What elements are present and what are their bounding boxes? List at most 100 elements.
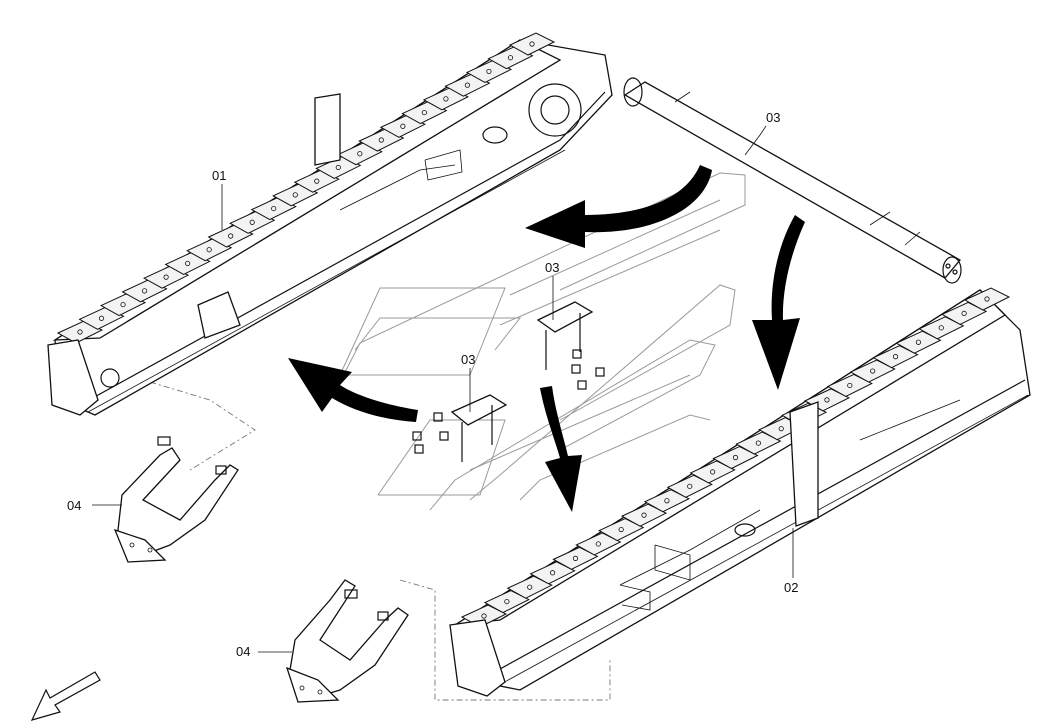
track-pad-dot [314, 178, 320, 184]
callout-plate-upper: 03 [545, 260, 559, 275]
assembly-arrows [288, 165, 805, 512]
track-pad-dot [549, 570, 556, 576]
track-pad [422, 87, 470, 111]
callout-guard-upper: 04 [67, 498, 81, 513]
track-pad [121, 279, 168, 303]
track-pad-dot [529, 41, 535, 47]
track-pad-dot [938, 325, 944, 331]
callout-track-01: 01 [212, 168, 226, 183]
track-pad [250, 197, 297, 221]
track-pad [78, 306, 125, 330]
perspective-guide-lines [339, 172, 746, 511]
track-pad-dot [185, 260, 191, 267]
track-pad-dot [527, 584, 533, 590]
track-pad [849, 359, 896, 383]
axle-shaft [623, 77, 962, 284]
track-pad [358, 128, 405, 152]
track-pad-dot [732, 454, 739, 461]
track-02-pads [460, 287, 1011, 628]
track-pad [963, 287, 1011, 311]
track-pad [689, 460, 736, 484]
track-pad-dot [961, 310, 967, 317]
track-assembly-02 [449, 287, 1031, 697]
track-pad-dot [572, 555, 579, 561]
track-pad-dot [847, 382, 853, 389]
track-pad [712, 445, 759, 470]
track-pad-dot [595, 541, 601, 547]
track-pad-dot [915, 339, 922, 345]
track-pad [575, 532, 622, 556]
track-pad-dot [421, 109, 427, 116]
track-pad-dot [504, 598, 510, 605]
track-01-pads [56, 32, 556, 344]
arrow-plate-to-track-01 [288, 358, 418, 422]
track-assembly-01 [47, 32, 613, 416]
track-pad [620, 503, 668, 527]
track-pad-dot [892, 354, 899, 360]
track-pad [272, 183, 319, 207]
callout-labels: 01 03 03 03 04 04 02 [67, 110, 798, 659]
track-pad [99, 293, 147, 317]
track-pad [826, 373, 873, 398]
track-pad-dot [98, 315, 105, 321]
track-pad [293, 169, 340, 193]
track-pad-dot [824, 397, 830, 403]
track-pad-dot [120, 301, 126, 308]
track-pad [735, 431, 782, 455]
track-pad-dot [870, 368, 876, 374]
connection-dashed-lines [109, 369, 611, 701]
track-pad-dot [443, 96, 449, 102]
track-pad-dot [335, 164, 341, 171]
track-pad-dot [77, 329, 83, 335]
track-pad [465, 59, 513, 83]
track-pad-dot [481, 613, 487, 619]
track-pad [666, 474, 713, 498]
track-pad [918, 316, 965, 340]
track-pad [529, 561, 576, 585]
mounting-plate-lower [412, 394, 508, 462]
track-pad-dot [664, 498, 670, 504]
guard-lower [285, 579, 409, 703]
guard-upper [113, 436, 239, 563]
track-pad [142, 265, 190, 289]
callout-guard-lower: 04 [236, 644, 250, 659]
track-pad-dot [710, 469, 716, 475]
track-pad [552, 546, 599, 570]
track-pad-dot [400, 123, 406, 129]
track-pad [506, 575, 553, 599]
track-pad [56, 320, 104, 344]
track-pad-dot [357, 151, 363, 157]
track-pad [401, 101, 448, 125]
track-pad-dot [464, 82, 471, 88]
track-pad [207, 224, 254, 248]
track-pad [483, 590, 530, 614]
track-pad [336, 142, 383, 166]
track-pad [643, 489, 691, 513]
track-pad-dot [641, 512, 647, 518]
track-pad-dot [228, 233, 234, 239]
callout-axle: 03 [766, 110, 780, 125]
track-pad [379, 114, 426, 138]
track-pad [941, 301, 988, 325]
track-pad-dot [249, 219, 255, 225]
track-pad [895, 330, 942, 354]
track-pad [598, 517, 645, 542]
track-pad-dot [163, 274, 169, 280]
track-pad-dot [378, 137, 384, 143]
track-pad-dot [141, 288, 148, 294]
track-pad-dot [618, 526, 624, 533]
arrow-axle-to-track-02 [752, 215, 805, 390]
track-pad-dot [687, 483, 693, 489]
callout-plate-lower: 03 [461, 352, 475, 367]
track-pad-dot [755, 440, 761, 446]
mounting-plate-upper [536, 301, 605, 390]
track-pad [186, 238, 233, 262]
track-pad [229, 210, 276, 234]
callout-leaders [92, 125, 794, 653]
track-pad-dot [507, 55, 514, 61]
track-pad-dot [292, 192, 298, 198]
track-pad-dot [271, 205, 277, 212]
track-pad-dot [778, 426, 784, 432]
track-pad [508, 32, 556, 56]
